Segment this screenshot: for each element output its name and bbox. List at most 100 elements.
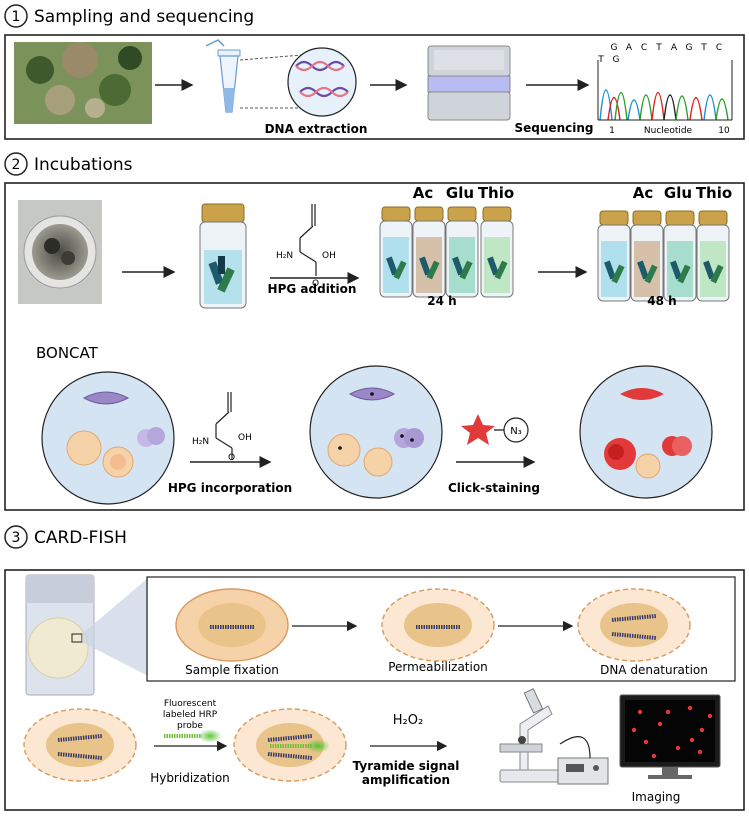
fixation-cell	[175, 588, 289, 662]
vial-cap	[381, 206, 411, 222]
hpg-nh2-b: H₂N	[192, 437, 209, 447]
vial-sediment	[677, 264, 691, 284]
section-2-frame	[4, 182, 745, 511]
cell-panel-1	[41, 371, 175, 505]
section-1-header: 1 Sampling and sequencing	[4, 4, 254, 28]
base-top-3: T	[655, 43, 662, 53]
base-top-1: A	[626, 43, 633, 53]
time-48-label: 48 h	[647, 294, 676, 308]
vial-label-ac-24: Ac	[413, 184, 434, 202]
vial-sediment	[494, 260, 508, 280]
section-1-frame	[4, 34, 745, 140]
hybridization-label: Hybridization	[150, 771, 230, 785]
sample-fixation-label: Sample fixation	[185, 663, 279, 677]
base-top-2: C	[641, 43, 647, 53]
vial-label-thio-24: Thio	[478, 184, 514, 202]
vial-label-glu-48: Glu	[664, 184, 692, 202]
vial-cap	[599, 210, 629, 226]
hpg-oh-b: OH	[238, 433, 252, 443]
base-top-5: G	[686, 43, 693, 53]
sequencer-icon	[427, 45, 511, 121]
tyramide-line-2: amplification	[362, 773, 450, 787]
vial-sediment	[386, 256, 398, 276]
signal-dot	[631, 727, 637, 733]
section-1-number-circle	[4, 4, 28, 28]
hpg-nh2: H₂N	[276, 251, 293, 261]
vials-24h	[379, 206, 514, 298]
boncat-label: BONCAT	[36, 344, 99, 362]
slide-icon	[25, 574, 95, 696]
section-2-number: 2	[12, 157, 21, 173]
vial-sediment	[426, 260, 440, 280]
section-2-header: 2 Incubations	[4, 152, 133, 176]
hpg-oh: OH	[322, 251, 336, 261]
vial-cap	[665, 210, 695, 226]
base-top-7: C	[716, 43, 722, 53]
section-2-title: Incubations	[34, 155, 133, 175]
vial-label-thio-48: Thio	[696, 184, 732, 202]
hpg-o: O	[312, 279, 319, 289]
vial-cap	[632, 210, 662, 226]
signal-dot	[707, 713, 713, 719]
signal-dot	[687, 705, 693, 711]
tyramide-line-1: Tyramide signal	[353, 759, 460, 773]
vial-sediment	[637, 260, 649, 280]
dna-icon	[287, 47, 357, 117]
cell-panel-3	[579, 365, 713, 499]
vial-sediment	[487, 256, 499, 276]
signal-dot	[657, 721, 663, 727]
signal-dot	[699, 727, 705, 733]
signal-dot	[675, 745, 681, 751]
section-1-title: Sampling and sequencing	[34, 7, 254, 27]
vial-cap	[414, 206, 444, 222]
probe-label-line-2: labeled HRP	[163, 710, 218, 720]
monitor-icon	[619, 694, 721, 779]
vials-48h	[597, 210, 730, 302]
denaturation-cell	[577, 588, 691, 662]
section-3-title: CARD-FISH	[34, 528, 127, 548]
permeabilization-cell	[381, 588, 495, 662]
dna-extraction-label: DNA extraction	[265, 122, 368, 136]
base-low-0: T	[597, 55, 604, 65]
vial-sediment	[393, 260, 407, 280]
axis-label: Nucleotide	[644, 126, 693, 136]
vial-label-glu-24: Glu	[446, 184, 474, 202]
hpg-o-b: O	[228, 453, 235, 463]
azide-label: N₃	[510, 426, 522, 437]
imaging-label: Imaging	[632, 790, 681, 804]
vial-sediment	[419, 256, 431, 276]
dish-photo	[18, 200, 102, 304]
h2o2-label: H₂O₂	[393, 713, 423, 728]
vial-sediment	[670, 260, 682, 280]
axis-start: 1	[609, 126, 615, 136]
axis-end: 10	[718, 126, 730, 136]
vial-sediment	[644, 264, 658, 284]
vial-sediment	[459, 260, 473, 280]
vial-sediment	[452, 256, 464, 276]
vial-sediment	[604, 260, 616, 280]
zoom-panel	[146, 576, 736, 682]
base-low-1: G	[613, 55, 620, 65]
star-azide-icon: N₃	[461, 414, 529, 445]
dna-denaturation-label: DNA denaturation	[600, 663, 708, 677]
time-24-label: 24 h	[427, 294, 456, 308]
probe-label: Fluorescent labeled HRP probe	[163, 699, 218, 731]
hpg-structure-top: H₂N OH O	[276, 204, 336, 289]
signal-dot	[643, 739, 649, 745]
vial-sediment	[611, 264, 625, 284]
base-top-4: A	[671, 43, 678, 53]
microscope-icon	[499, 688, 609, 785]
hybridized-cell	[233, 708, 347, 782]
base-top-0: G	[611, 43, 618, 53]
sequencing-label: Sequencing	[515, 121, 594, 135]
signal-dot	[665, 709, 671, 715]
vial-cap	[482, 206, 512, 222]
denatured-cell-2	[23, 708, 137, 782]
section-3-header: 3 CARD-FISH	[4, 525, 127, 549]
signal-dot	[637, 709, 643, 715]
tube-icon	[205, 39, 241, 113]
section-3-number: 3	[12, 530, 21, 546]
